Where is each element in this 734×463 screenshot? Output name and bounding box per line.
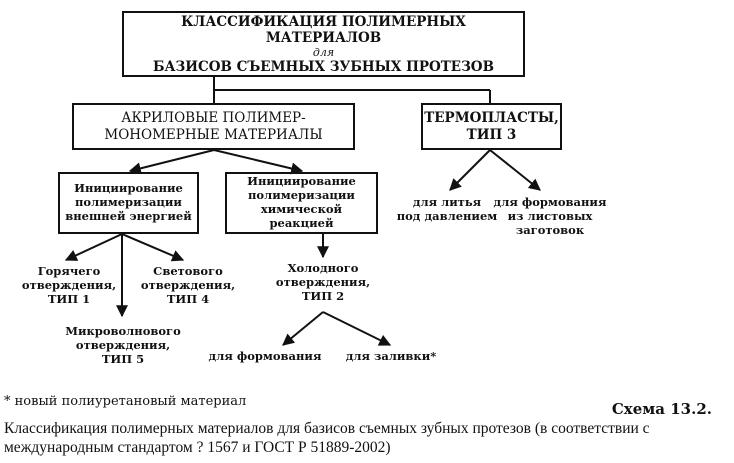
arrow-acrylic-chemical: [213, 149, 304, 175]
title-box: КЛАССИФИКАЦИЯ ПОЛИМЕРНЫХ МАТЕРИАЛОВ для …: [122, 11, 525, 77]
arrow-external-hot: [64, 233, 123, 261]
injection-label: для литья под давлением: [396, 195, 498, 223]
thermoplastics-box: ТЕРМОПЛАСТЫ, ТИП 3: [421, 103, 562, 150]
pouring-label: для заливки*: [345, 349, 437, 363]
chemical-reaction-label: Инициирование полимеризации химической р…: [247, 174, 356, 230]
arrow-thermo-injection: [449, 149, 491, 191]
title-line-3: БАЗИСОВ СЪЕМНЫХ ЗУБНЫХ ПРОТЕЗОВ: [153, 58, 494, 75]
external-energy-label: Инициирование полимеризации внешней энер…: [65, 181, 192, 223]
scheme-label: Схема 13.2.: [611, 400, 712, 418]
title-line-1: КЛАССИФИКАЦИЯ ПОЛИМЕРНЫХ МАТЕРИАЛОВ: [181, 13, 466, 46]
arrow-acrylic-external: [128, 149, 215, 175]
title-line-2: для: [312, 45, 335, 59]
sheet-forming-label: для формования из листовых заготовок: [493, 195, 607, 237]
forming-label: для формования: [208, 349, 322, 363]
external-energy-box: Инициирование полимеризации внешней энер…: [58, 172, 199, 234]
thermoplastics-label: ТЕРМОПЛАСТЫ, ТИП 3: [424, 110, 559, 143]
arrow-cold-forming: [282, 311, 324, 346]
caption: Классификация полимерных материалов для …: [4, 420, 650, 457]
chemical-reaction-box: Инициирование полимеризации химической р…: [225, 172, 378, 234]
acrylic-box: АКРИЛОВЫЕ ПОЛИМЕР- МОНОМЕРНЫЕ МАТЕРИАЛЫ: [72, 103, 355, 150]
footnote: * новый полиуретановый материал: [4, 394, 247, 409]
acrylic-label: АКРИЛОВЫЕ ПОЛИМЕР- МОНОМЕРНЫЕ МАТЕРИАЛЫ: [104, 110, 323, 143]
arrow-cold-pouring: [322, 311, 392, 346]
arrow-external-light: [121, 233, 185, 262]
arrow-thermo-sheet: [489, 149, 541, 191]
cold-cure-label: Холодного отверждения, ТИП 2: [275, 261, 371, 303]
microwave-cure-label: Микроволнового отверждения, ТИП 5: [65, 324, 181, 366]
light-cure-label: Светового отверждения, ТИП 4: [140, 264, 236, 306]
hot-cure-label: Горячего отверждения, ТИП 1: [21, 264, 117, 306]
